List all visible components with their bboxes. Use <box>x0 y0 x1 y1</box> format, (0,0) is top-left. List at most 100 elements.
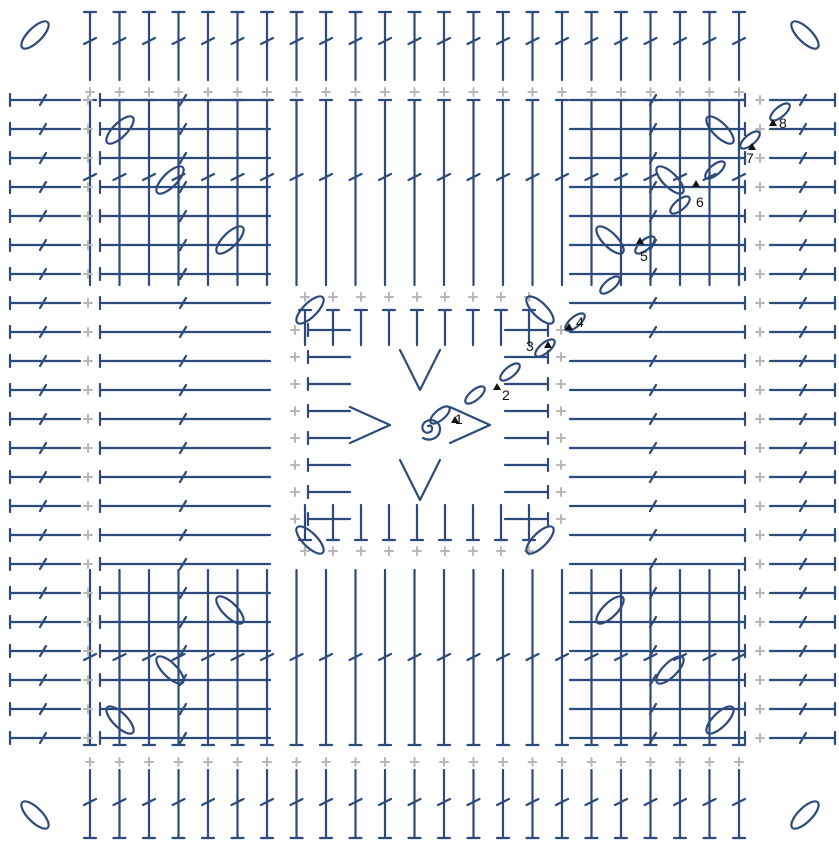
double-crochet-icon <box>570 413 745 425</box>
double-crochet-icon <box>261 570 273 745</box>
double-crochet-icon <box>10 355 80 367</box>
single-crochet-icon <box>735 88 743 96</box>
double-crochet-icon <box>10 268 80 280</box>
double-crochet-icon <box>438 100 450 285</box>
svg-text:5: 5 <box>640 248 648 264</box>
single-crochet-icon <box>756 647 764 655</box>
double-crochet-icon <box>10 587 80 599</box>
chain-stitch-icon <box>652 162 687 197</box>
double-crochet-icon <box>770 239 835 251</box>
single-crochet-icon <box>385 293 393 301</box>
double-crochet-icon <box>733 12 745 80</box>
double-crochet-icon <box>570 384 745 396</box>
double-crochet-icon <box>173 770 185 838</box>
single-crochet-icon <box>588 88 596 96</box>
double-crochet-icon <box>495 310 507 345</box>
single-crochet-icon <box>756 531 764 539</box>
single-crochet-icon <box>291 515 299 523</box>
single-crochet-icon <box>756 705 764 713</box>
double-crochet-icon <box>570 239 745 251</box>
double-crochet-icon <box>100 529 270 541</box>
single-crochet-icon <box>756 734 764 742</box>
double-crochet-icon <box>770 703 835 715</box>
double-crochet-icon <box>674 12 686 80</box>
double-crochet-icon <box>645 770 657 838</box>
single-crochet-icon <box>469 547 477 555</box>
svg-text:6: 6 <box>696 194 704 210</box>
double-crochet-icon <box>350 770 362 838</box>
double-crochet-icon <box>100 384 270 396</box>
double-crochet-icon <box>308 324 350 336</box>
single-crochet-icon <box>263 88 271 96</box>
double-crochet-icon <box>570 123 745 135</box>
single-crochet-icon <box>756 241 764 249</box>
single-crochet-icon <box>84 444 92 452</box>
single-crochet-icon <box>352 88 360 96</box>
single-crochet-icon <box>497 547 505 555</box>
double-crochet-icon <box>383 505 395 540</box>
double-crochet-icon <box>770 94 835 106</box>
double-crochet-icon <box>505 432 548 444</box>
single-crochet-icon <box>756 589 764 597</box>
double-crochet-icon <box>586 770 598 838</box>
single-crochet-icon <box>145 88 153 96</box>
single-crochet-icon <box>756 154 764 162</box>
double-crochet-icon <box>409 100 421 285</box>
double-crochet-icon <box>570 297 745 309</box>
double-crochet-icon <box>84 12 96 80</box>
double-crochet-icon <box>100 239 270 251</box>
double-crochet-icon <box>114 100 126 285</box>
double-crochet-icon <box>100 181 270 193</box>
double-crochet-icon <box>556 100 568 285</box>
double-crochet-icon <box>232 570 244 745</box>
double-crochet-icon <box>84 570 96 745</box>
double-crochet-icon <box>143 100 155 285</box>
single-crochet-icon <box>357 547 365 555</box>
single-crochet-icon <box>735 758 743 766</box>
double-crochet-icon <box>143 12 155 80</box>
double-crochet-icon <box>527 570 539 745</box>
double-crochet-icon <box>586 12 598 80</box>
single-crochet-icon <box>84 531 92 539</box>
double-crochet-icon <box>570 587 745 599</box>
single-crochet-icon <box>116 88 124 96</box>
double-crochet-icon <box>556 570 568 745</box>
double-crochet-icon <box>770 500 835 512</box>
single-crochet-icon <box>263 758 271 766</box>
double-crochet-icon <box>10 210 80 222</box>
double-crochet-icon <box>10 181 80 193</box>
single-crochet-icon <box>557 488 565 496</box>
chain-stitch-icon <box>17 17 52 52</box>
single-crochet-icon <box>499 758 507 766</box>
chain-stitch-icon <box>428 403 453 426</box>
double-crochet-icon <box>84 100 96 285</box>
single-crochet-icon <box>234 758 242 766</box>
double-crochet-icon <box>308 486 350 498</box>
single-crochet-icon <box>301 293 309 301</box>
single-crochet-icon <box>647 758 655 766</box>
double-crochet-icon <box>468 12 480 80</box>
center-motif <box>350 350 490 500</box>
double-crochet-icon <box>733 570 745 745</box>
round-marker-6: 6 <box>692 180 704 210</box>
single-crochet-icon <box>756 299 764 307</box>
single-crochet-icon <box>291 488 299 496</box>
double-crochet-icon <box>10 703 80 715</box>
double-crochet-icon <box>143 570 155 745</box>
single-crochet-icon <box>756 96 764 104</box>
single-crochet-icon <box>291 380 299 388</box>
double-crochet-icon <box>570 703 745 715</box>
double-crochet-icon <box>770 587 835 599</box>
double-crochet-icon <box>100 442 270 454</box>
double-crochet-icon <box>770 645 835 657</box>
chain-stitch-icon <box>598 273 623 296</box>
double-crochet-icon <box>10 442 80 454</box>
double-crochet-icon <box>770 152 835 164</box>
single-crochet-icon <box>756 270 764 278</box>
single-crochet-icon <box>322 758 330 766</box>
double-crochet-icon <box>10 326 80 338</box>
single-crochet-icon <box>86 758 94 766</box>
double-crochet-icon <box>570 442 745 454</box>
single-crochet-icon <box>706 88 714 96</box>
single-crochet-icon <box>411 88 419 96</box>
